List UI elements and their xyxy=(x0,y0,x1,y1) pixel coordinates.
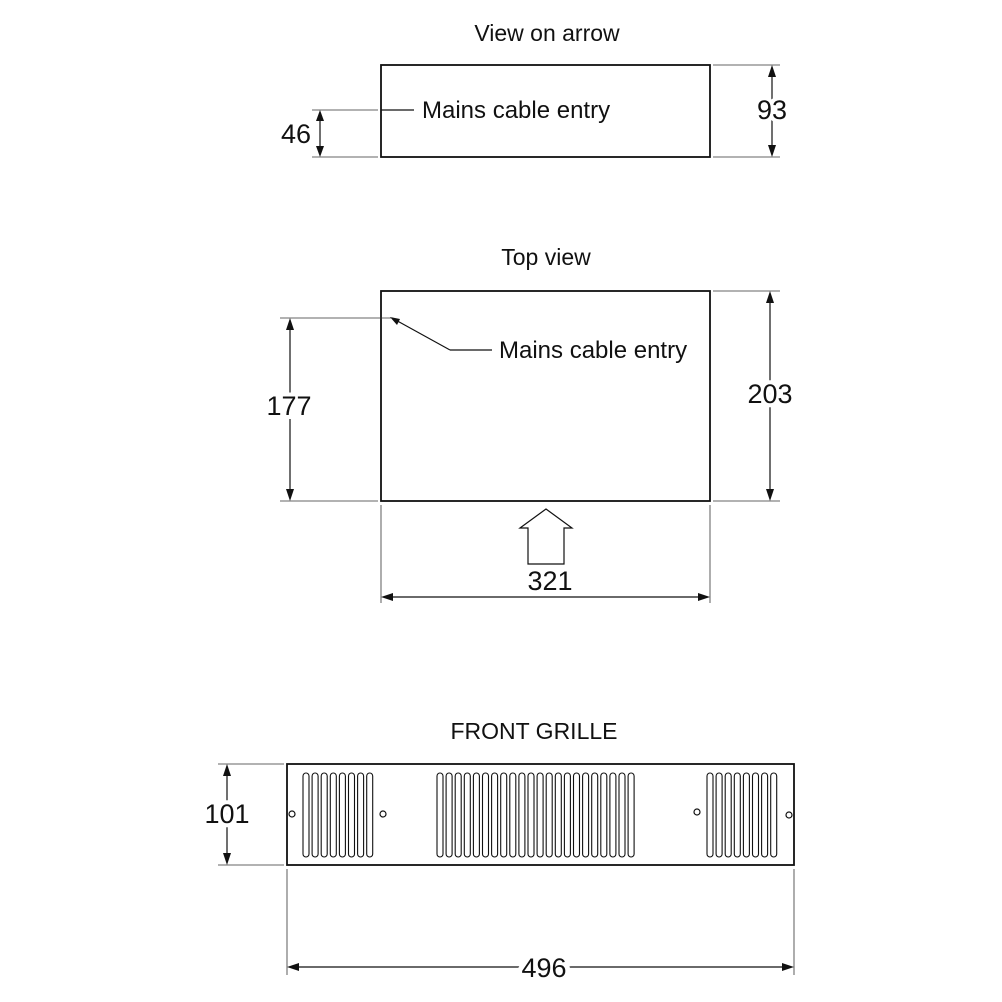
fixing-hole xyxy=(379,810,387,818)
grille-slot xyxy=(491,772,499,858)
view-on-arrow-cable-entry-label: Mains cable entry xyxy=(422,97,610,124)
grille-slot xyxy=(311,772,319,858)
dimension-101-label: 101 xyxy=(204,799,249,829)
top-view-cable-entry-label: Mains cable entry xyxy=(499,337,687,364)
grille-slot xyxy=(591,772,599,858)
grille-slot xyxy=(627,772,635,858)
grille-slot xyxy=(347,772,356,858)
grille-slot xyxy=(582,772,590,858)
top-view: Top view Mains cable entry 177 203 xyxy=(262,244,797,603)
dimension-496-label: 496 xyxy=(521,953,566,983)
grille-slot xyxy=(751,772,760,858)
grille-slot xyxy=(536,772,544,858)
view-on-arrow: View on arrow Mains cable entry 46 93 xyxy=(281,20,791,158)
view-direction-arrow xyxy=(518,508,574,565)
grille-slot xyxy=(329,772,337,858)
grille-slot xyxy=(357,772,365,858)
grille-slot xyxy=(770,772,778,858)
grille-slot xyxy=(715,772,723,858)
grille-slot xyxy=(302,772,310,858)
fixing-hole xyxy=(693,808,701,816)
grille-slot xyxy=(518,772,526,858)
grille-slot xyxy=(463,772,471,858)
grille-slot xyxy=(618,772,626,858)
dimension-321: 321 xyxy=(380,505,711,603)
grille-slot xyxy=(761,772,769,858)
dimension-177: 177 xyxy=(262,317,392,502)
front-grille-title: FRONT GRILLE xyxy=(451,718,618,744)
grille-slot xyxy=(509,772,517,858)
grille-slot xyxy=(554,772,562,858)
dimension-46: 46 xyxy=(281,109,378,158)
grille-slot xyxy=(742,772,750,858)
dimension-321-label: 321 xyxy=(527,566,572,596)
grille-slots xyxy=(302,772,778,858)
dimension-93: 93 xyxy=(713,64,791,158)
grille-slot xyxy=(500,772,508,858)
dimension-46-label: 46 xyxy=(281,119,311,149)
grille-slot xyxy=(733,772,741,858)
grille-slot xyxy=(527,772,535,858)
dimension-177-label: 177 xyxy=(266,391,311,421)
grille-slot xyxy=(706,772,714,858)
top-view-title: Top view xyxy=(501,244,591,270)
fixing-hole xyxy=(785,811,793,819)
grille-slot xyxy=(545,772,553,858)
grille-slot xyxy=(366,772,374,858)
grille-slot xyxy=(724,772,732,858)
grille-slot xyxy=(609,772,617,858)
dimension-203-label: 203 xyxy=(747,379,792,409)
dimension-93-label: 93 xyxy=(757,95,787,125)
grille-slot xyxy=(600,772,608,858)
grille-slot xyxy=(572,772,581,858)
dimension-496: 496 xyxy=(286,869,795,988)
grille-slot xyxy=(338,772,346,858)
grille-slot xyxy=(436,772,444,858)
grille-slot xyxy=(445,772,453,858)
fixing-hole xyxy=(288,810,296,818)
grille-slot xyxy=(563,772,571,858)
grille-slot xyxy=(472,772,480,858)
top-view-cable-entry-leader xyxy=(390,317,492,351)
grille-slot xyxy=(320,772,328,858)
top-view-outline xyxy=(380,290,711,502)
front-grille-outline xyxy=(286,763,795,866)
dimension-203: 203 xyxy=(713,290,797,502)
dimension-101: 101 xyxy=(200,763,284,866)
view-on-arrow-title: View on arrow xyxy=(474,20,620,46)
grille-slot xyxy=(481,772,490,858)
view-on-arrow-outline xyxy=(380,64,711,158)
front-grille: FRONT GRILLE 101 496 xyxy=(200,718,795,988)
grille-slot xyxy=(454,772,462,858)
